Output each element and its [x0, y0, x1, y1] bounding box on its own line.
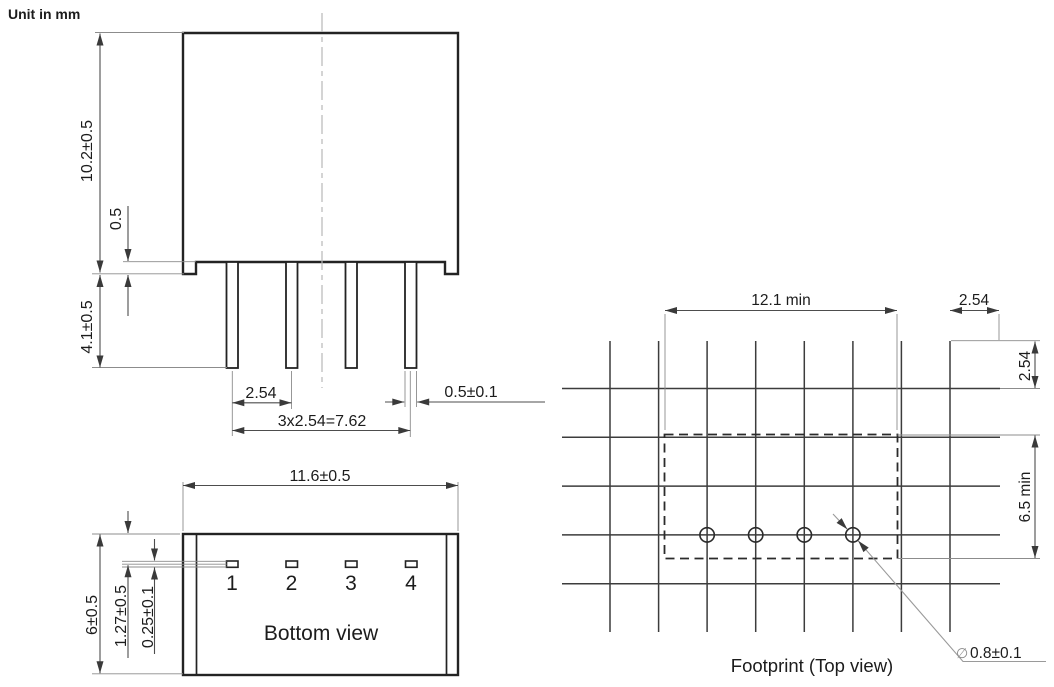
bottom-extension-lines — [92, 482, 459, 675]
pin-label-1: 1 — [226, 572, 238, 595]
bottom-body-outline — [181, 532, 460, 677]
bottom-dimension-lines — [96, 482, 458, 674]
front-pin-3 — [344, 261, 358, 369]
hole-diameter-label: 0.8±0.1 — [970, 645, 1022, 662]
hole-2 — [747, 526, 764, 543]
hole-1 — [699, 526, 716, 543]
dim-pin-width-label: 0.5±0.1 — [444, 384, 497, 401]
pin-label-3: 3 — [345, 572, 357, 595]
front-pin-4 — [404, 261, 418, 369]
front-pin-1 — [225, 261, 239, 369]
dim-pin-length-label: 4.1±0.5 — [79, 300, 96, 353]
leader-arrow-lower — [857, 540, 1046, 663]
hole-diameter-leader — [832, 513, 1046, 663]
bottom-view: 11.6±0.5 6±0.5 1.27±0.5 0.25±0.1 1 2 3 4… — [84, 468, 460, 677]
dim-pitch-total-label: 3x2.54=7.62 — [278, 413, 367, 430]
dim-pad-thickness-label: 0.25±0.1 — [140, 586, 157, 648]
dim-footprint-width-label: 12.1 min — [751, 292, 810, 309]
hole-diameter-symbol: ∅ — [956, 645, 968, 661]
dim-width-label: 11.6±0.5 — [290, 468, 351, 485]
pin-label-2: 2 — [286, 572, 298, 595]
pin-number-labels: 1 2 3 4 — [226, 572, 417, 595]
footprint-extension-lines — [664, 314, 1040, 559]
dim-pitch-top-label: 2.54 — [959, 292, 990, 309]
dim-pin-pitch-label: 2.54 — [245, 385, 276, 402]
package-body-outline — [181, 31, 460, 276]
front-extension-lines — [92, 32, 417, 437]
module-outline-dashed — [663, 433, 899, 560]
footprint-holes — [699, 526, 861, 543]
pin-label-4: 4 — [405, 572, 417, 595]
bottom-pad-2 — [285, 560, 299, 569]
dim-footprint-depth-label: 6.5 min — [1017, 472, 1034, 523]
hole-3 — [796, 526, 813, 543]
bottom-pad-1 — [225, 560, 239, 569]
front-dimension-lines — [96, 33, 545, 434]
bottom-pads — [225, 560, 418, 569]
dim-pin-inset-label: 1.27±0.5 — [113, 585, 130, 647]
front-view: 10.2±0.5 0.5 4.1±0.5 2.54 3x2.54=7.62 0.… — [79, 13, 545, 437]
bottom-pad-4 — [404, 560, 418, 569]
pad-extension-lines — [122, 560, 227, 568]
bottom-view-title: Bottom view — [264, 622, 379, 645]
dim-depth-label: 6±0.5 — [84, 595, 101, 635]
bottom-pad-3 — [344, 560, 358, 569]
footprint-title: Footprint (Top view) — [731, 655, 893, 676]
dim-pitch-side-label: 2.54 — [1017, 351, 1034, 382]
unit-note: Unit in mm — [8, 6, 80, 22]
front-pins — [225, 261, 418, 369]
dim-body-height-label: 10.2±0.5 — [79, 120, 96, 182]
leader-arrow-upper — [832, 513, 848, 530]
front-pin-2 — [285, 261, 299, 369]
hole-4 — [844, 526, 861, 543]
footprint-view: 12.1 min 2.54 2.54 6.5 min ∅ 0.8±0.1 Foo… — [562, 292, 1046, 676]
dim-standoff-label: 0.5 — [108, 208, 125, 230]
footprint-grid-horizontal-lines — [562, 387, 1000, 585]
footprint-dimension-lines — [665, 307, 1039, 558]
